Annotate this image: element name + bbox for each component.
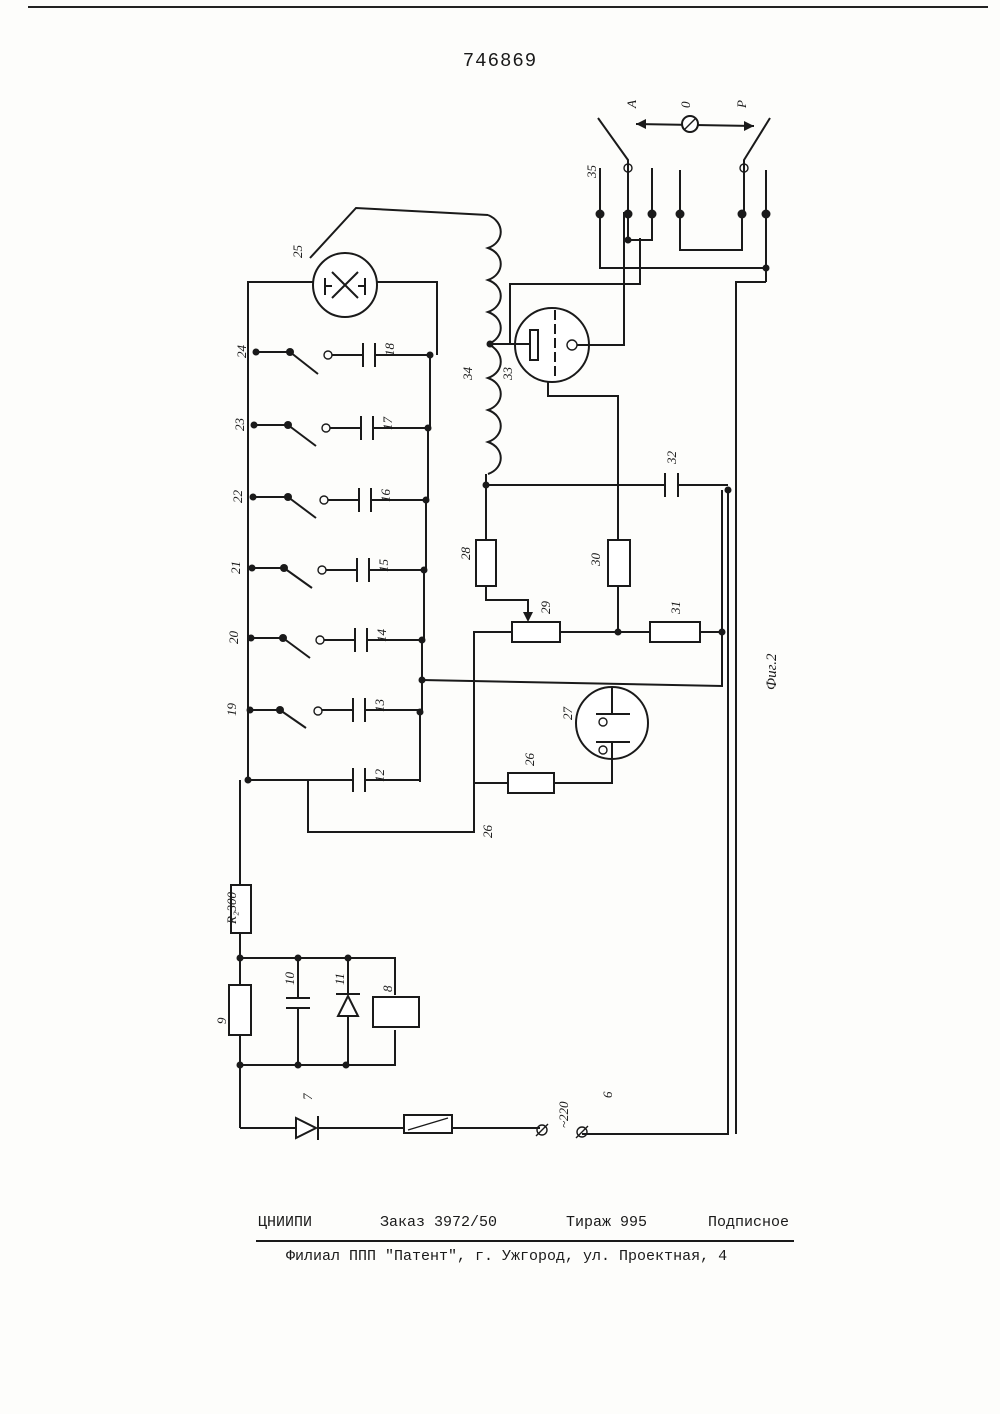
label-23: 23: [232, 418, 247, 432]
resistor-9: [229, 985, 251, 1035]
network-right: [422, 473, 732, 793]
label-25: 25: [290, 245, 305, 259]
lamp-25: [313, 253, 377, 317]
footer-org: ЦНИИПИ: [258, 1214, 312, 1231]
label-12: 12: [372, 769, 387, 783]
label-14: 14: [374, 629, 389, 643]
resistor-30: [608, 540, 630, 586]
label-17: 17: [380, 417, 395, 431]
relay-8: [373, 997, 419, 1027]
label-27: 27: [560, 707, 575, 721]
potentiometer-29: [512, 622, 560, 642]
label-switch-p: P: [734, 100, 749, 109]
supply-section: [229, 490, 728, 1140]
label-9: 9: [214, 1017, 229, 1024]
diode-7: [296, 1116, 318, 1140]
switch-row-17: [254, 416, 428, 446]
label-35: 35: [584, 165, 599, 180]
footer-order: Заказ 3972/50: [380, 1214, 497, 1231]
label-11: 11: [332, 973, 347, 985]
switch-row-14: [251, 628, 422, 658]
label-16: 16: [378, 489, 393, 503]
resistor-28: [476, 540, 496, 586]
label-30: 30: [588, 553, 603, 568]
label-6: 6: [600, 1091, 615, 1098]
label-24: 24: [234, 345, 249, 359]
label-26-resistor: 26: [522, 753, 537, 767]
label-26-loop: 26: [480, 825, 495, 839]
label-20: 20: [226, 631, 241, 645]
label-switch-a: A: [624, 100, 639, 109]
footer-subscription: Подписное: [708, 1214, 789, 1231]
switch-row-18: [256, 343, 430, 374]
label-switch-0: 0: [678, 101, 693, 108]
label-13: 13: [372, 699, 387, 713]
label-22: 22: [230, 490, 245, 504]
label-15: 15: [376, 559, 391, 573]
footer-rule: [256, 1240, 794, 1242]
label-8: 8: [380, 985, 395, 992]
element-6: [404, 1115, 452, 1133]
switch-row-15: [252, 558, 424, 588]
label-supply: ~220: [556, 1101, 571, 1128]
switch-row-16: [253, 488, 426, 518]
switch-row-13: [250, 698, 420, 728]
figure-caption: Фиг.2: [764, 653, 780, 690]
label-19: 19: [224, 703, 239, 717]
label-7: 7: [300, 1093, 315, 1100]
label-18: 18: [382, 343, 397, 357]
resistor-26: [508, 773, 554, 793]
label-10: 10: [282, 972, 297, 986]
label-21: 21: [228, 561, 243, 574]
label-33: 33: [500, 367, 515, 382]
label-32: 32: [664, 451, 679, 466]
footer-branch: Филиал ППП "Патент", г. Ужгород, ул. Про…: [286, 1248, 727, 1265]
label-r2: R₂300: [224, 892, 239, 925]
label-31: 31: [668, 601, 683, 615]
footer-circulation: Тираж 995: [566, 1214, 647, 1231]
lamp-27: [576, 686, 648, 760]
capacitor-bank: [245, 253, 513, 832]
label-34: 34: [460, 367, 475, 382]
resistor-31: [650, 622, 700, 642]
label-28: 28: [458, 547, 473, 561]
label-29: 29: [538, 601, 553, 615]
